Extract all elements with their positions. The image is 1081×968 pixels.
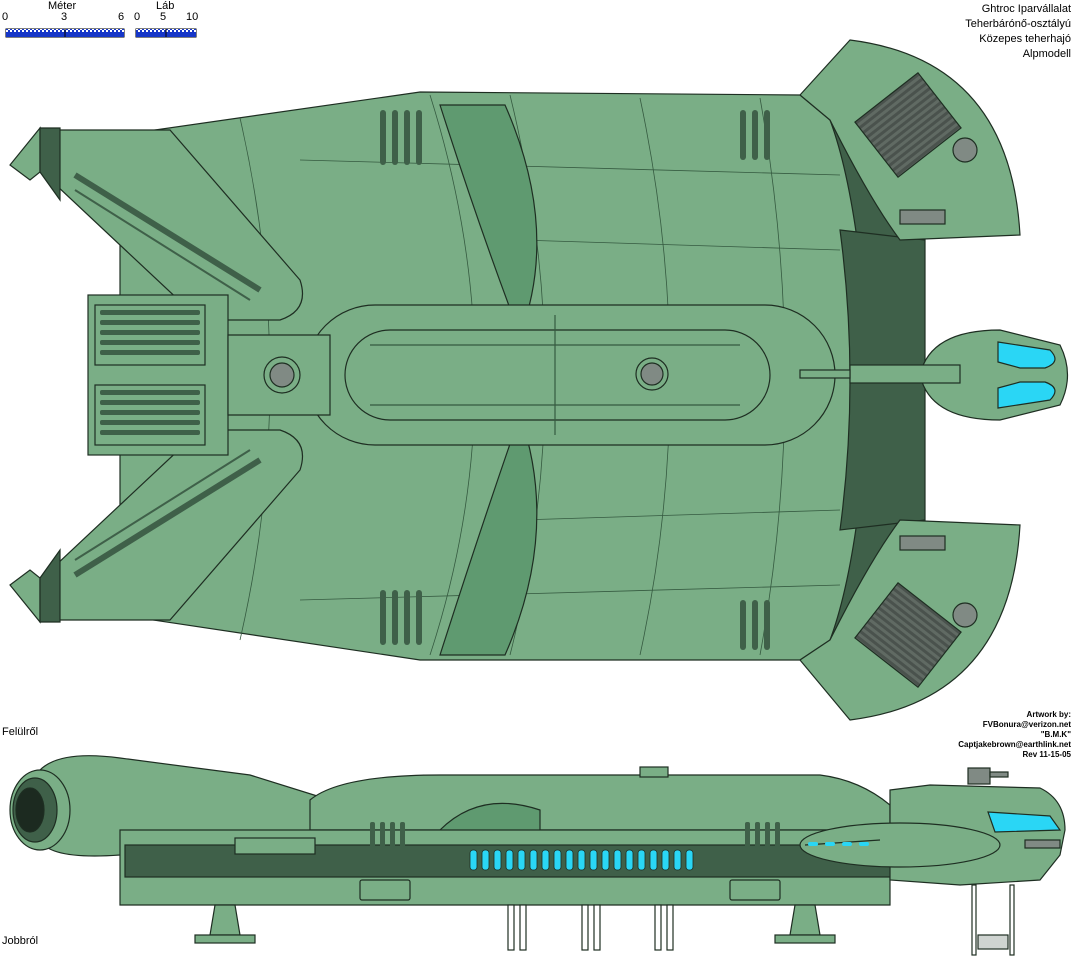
credit-artist-3: Captjakebrown@earthlink.net [958, 740, 1071, 749]
upper-nacelle [9, 126, 304, 321]
meter-scale-bar [5, 28, 125, 38]
port-wing-pod [799, 519, 1021, 721]
landing-gear [194, 884, 1015, 956]
credit-artist-1: FVBonura@verizon.net [982, 720, 1071, 729]
credit-heading: Artwork by: [1026, 710, 1071, 719]
side-view [9, 755, 1066, 956]
credit-artist-2: "B.M.K" [1040, 730, 1071, 739]
title-variant: Alpmodell [1022, 48, 1071, 60]
foot-tick-5: 5 [160, 11, 167, 23]
credit-revision: Rev 11-15-05 [1022, 750, 1071, 759]
title-class: Teherbárónő-osztályú [965, 18, 1071, 30]
top-view [9, 39, 1069, 721]
foot-tick-0: 0 [134, 11, 141, 23]
title-type: Közepes teherhajó [979, 33, 1071, 45]
cockpit-top [799, 329, 1069, 421]
side-window-row [469, 849, 694, 871]
meter-tick-0: 0 [2, 11, 9, 23]
rear-engine-block [87, 294, 331, 456]
side-view-label: Jobbról [2, 935, 39, 947]
title-manufacturer: Ghtroc Iparvállalat [981, 3, 1071, 15]
meter-tick-3: 3 [61, 11, 68, 23]
foot-scale-label: Láb [156, 0, 175, 12]
meter-tick-6: 6 [118, 11, 125, 23]
lower-nacelle [9, 429, 304, 624]
foot-scale-bar [135, 28, 197, 38]
meter-scale-label: Méter [48, 0, 77, 12]
starboard-wing-pod [799, 39, 1021, 241]
top-view-label: Felülről [2, 726, 39, 738]
foot-tick-10: 10 [186, 11, 199, 23]
side-cockpit [799, 767, 1066, 886]
